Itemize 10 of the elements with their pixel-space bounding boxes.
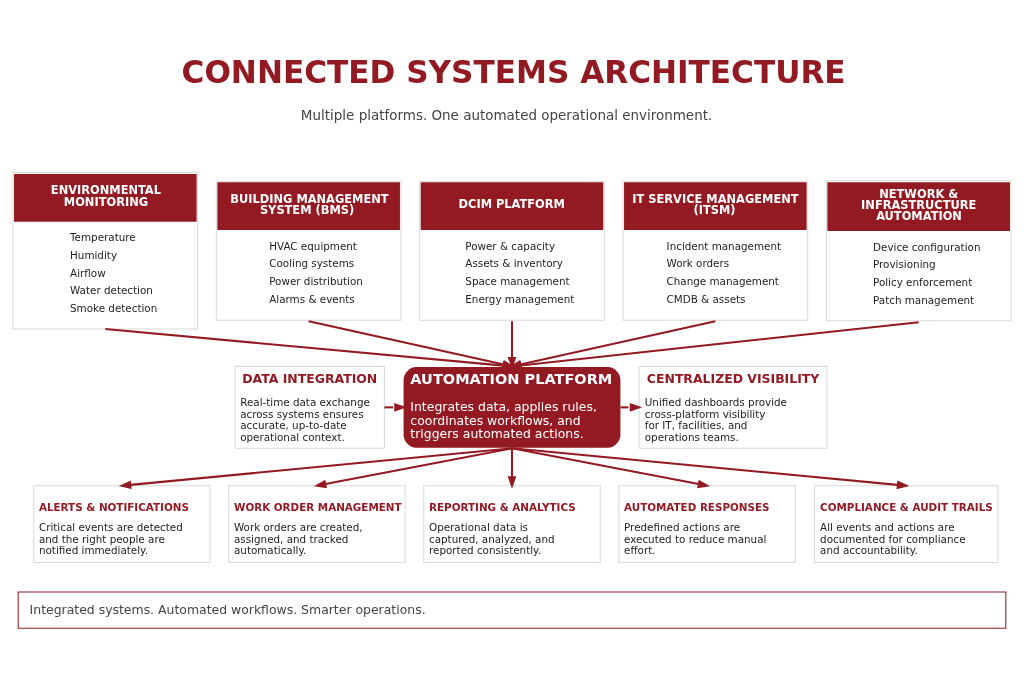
arrow	[620, 402, 643, 412]
arrow	[118, 446, 513, 489]
arrow	[511, 446, 910, 489]
arrow	[511, 446, 711, 488]
arrow	[384, 402, 407, 412]
node-box: AUTOMATION PLATFORM Integrates data, applies rules, coordinates workflows, and triggers automated actions.	[403, 366, 621, 448]
arrow	[507, 447, 517, 489]
diagram-title: CONNECTED SYSTEMS ARCHITECTURE	[181, 53, 846, 90]
arrow	[313, 446, 513, 488]
label: Multiple platforms. One automated operational environment.	[300, 106, 713, 123]
